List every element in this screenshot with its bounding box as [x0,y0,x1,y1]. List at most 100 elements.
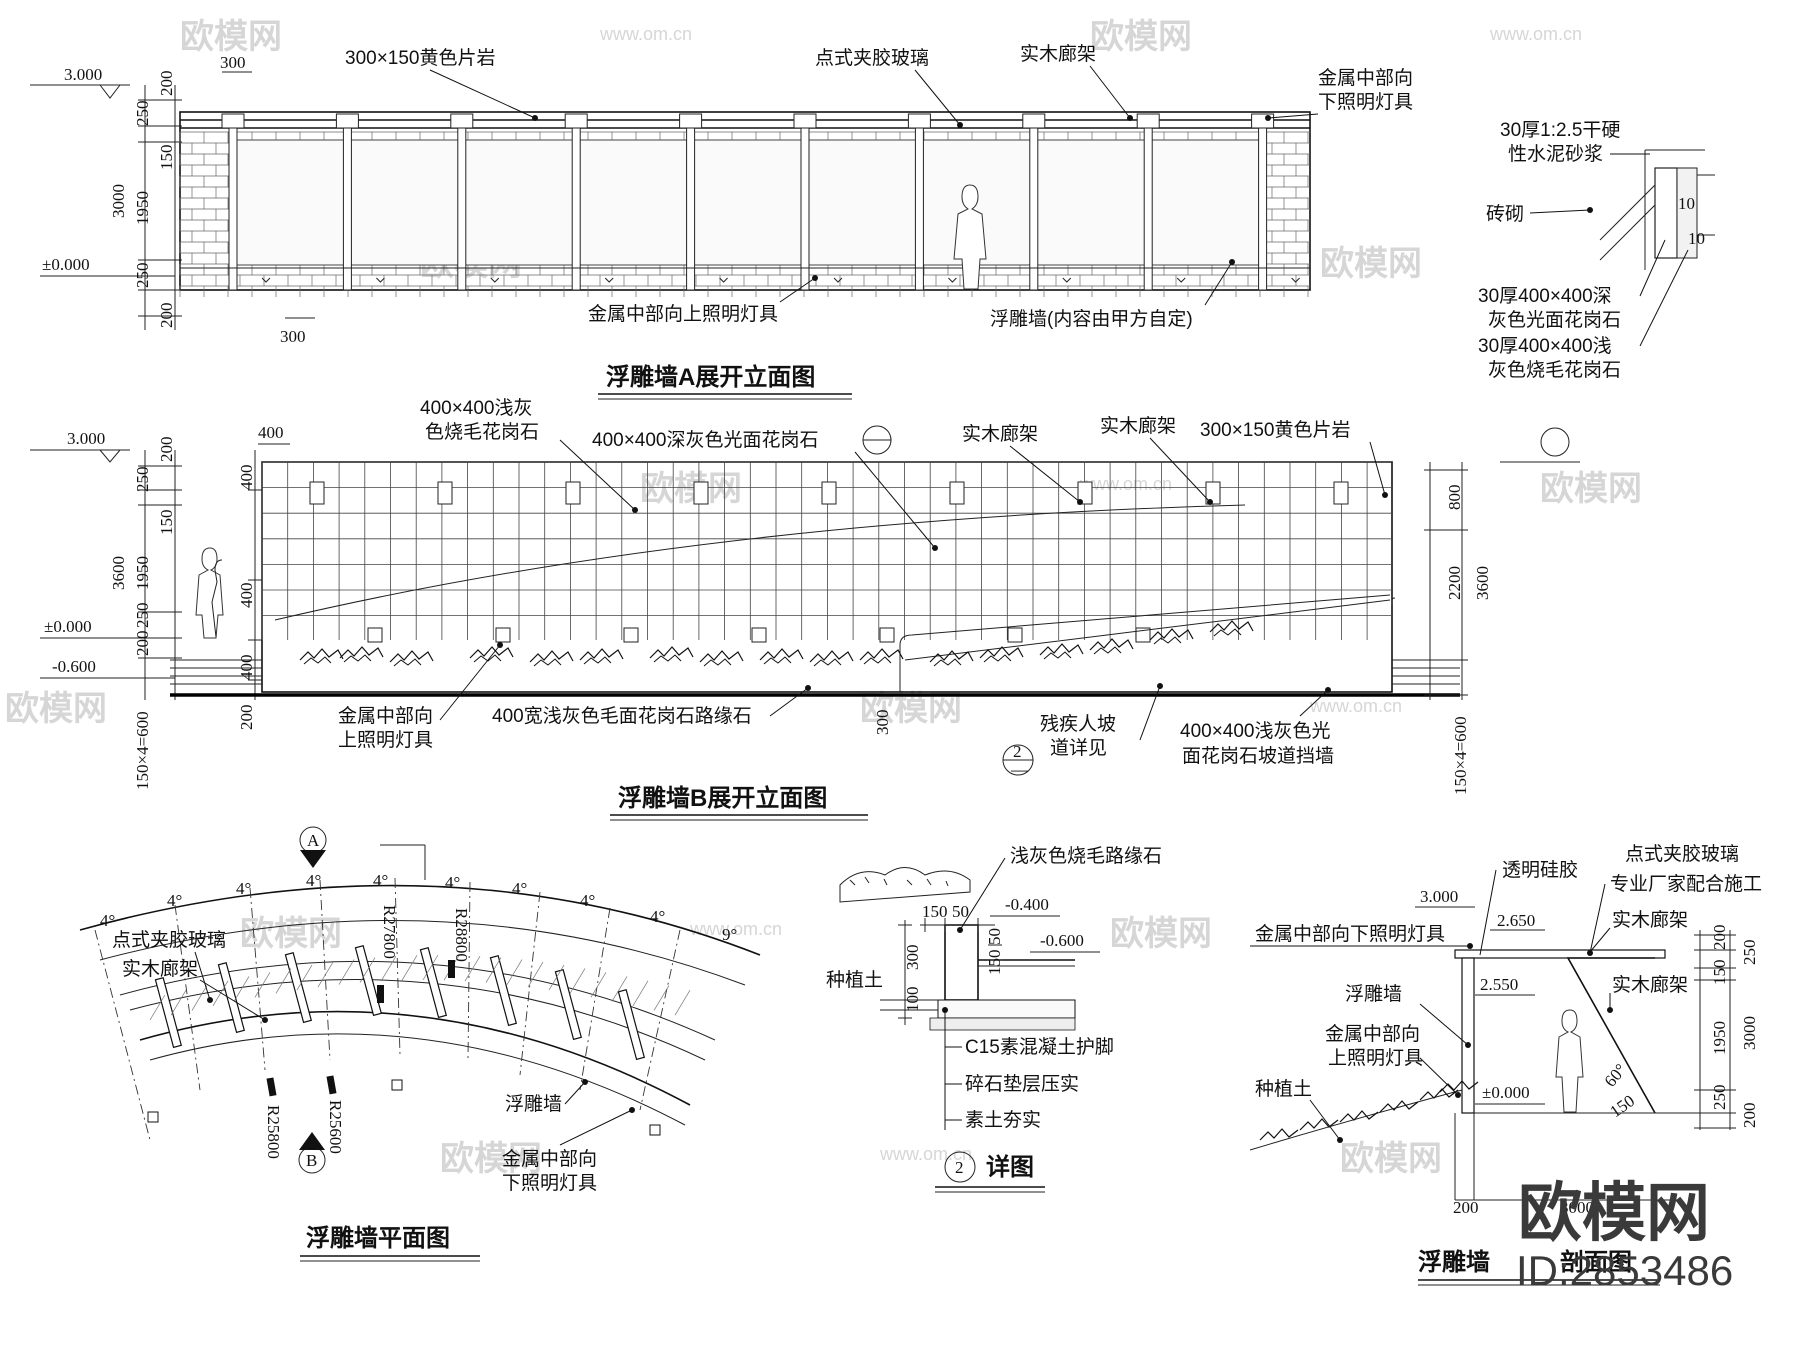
label-relief-wall: 浮雕墙 [1345,983,1402,1005]
radius: R25800 [264,1105,283,1159]
label-stone-top: 300×150黄色片岩 [345,47,496,69]
shrub [1379,1100,1419,1113]
section-wall [1461,957,1475,1114]
lamp-top [565,481,581,505]
lamp-top [309,481,325,505]
plan-ray [579,907,611,1091]
label-glass: 点式夹胶玻璃 [815,47,929,69]
axis-b: B [306,1151,317,1170]
uplight-mark [604,277,614,283]
watermark-url: www.om.cn [1489,24,1582,44]
shrub [1149,628,1194,641]
label-wood-frame-2: 实木廊架 [1612,974,1688,996]
dim-right: 1950 [1710,1021,1729,1055]
dim-right: 200 [1740,1103,1759,1129]
level-zero: ±0.000 [44,617,92,636]
shrub [533,658,562,667]
shrub [929,650,974,663]
elevation-b: 3.000 ±0.000 -0.600 200 250 150 3600 195… [30,397,1580,821]
dim-left: 1950 [133,191,152,225]
label-mortar-2: 性水泥砂浆 [1508,143,1603,165]
glass-hatch [212,980,229,1006]
label-granite-light-2: 灰色烧毛花岗石 [1488,359,1621,381]
label-stone-top: 300×150黄色片岩 [1200,419,1351,441]
level: -0.600 [1040,931,1084,950]
plan-rays [94,877,681,1141]
radius: R25600 [326,1100,345,1154]
glass-panel [231,139,1263,266]
level: 2.650 [1497,911,1535,930]
dim-10: 10 [1678,194,1695,213]
glass-hatch [590,972,607,998]
dim-right: 150 [1710,960,1729,986]
label-mortar-1: 30厚1:2.5干硬 [1500,120,1620,141]
label-soil: 种植土 [826,969,883,991]
shrub [393,658,422,667]
shrub [763,656,792,665]
label-light-up-1: 金属中部向 [1325,1023,1420,1045]
post-cap [907,113,931,129]
label-ramp-wall-2: 面花岗石坡道挡墙 [1182,745,1334,767]
label-curb: 浅灰色烧毛路缘石 [1010,845,1162,867]
dim-10: 10 [1688,229,1705,248]
shrub [1209,620,1254,633]
uplight-mark [376,277,385,283]
dim: 50 [985,928,1004,945]
lamp-top [437,481,453,505]
curve-line [274,504,1246,621]
glass-hatch [527,961,544,988]
shrub [1043,651,1072,660]
post-cap [221,113,245,129]
dim-left: 250 [133,101,152,127]
wood-post [342,117,352,291]
watermark-url: www.om.cn [689,919,782,939]
plan-post [554,968,583,1041]
callout-num: 2 [1013,742,1022,761]
label-light-down-1: 金属中部向 [1318,67,1413,89]
plan-post [354,944,383,1017]
title-detail-2: 详图 [986,1153,1034,1181]
label-granite-light-1: 30厚400×400浅 [1478,335,1612,357]
label-ramp-wall-1: 400×400浅灰色光 [1180,720,1331,742]
title-elevation-b: 浮雕墙B展开立面图 [618,784,827,812]
watermark-brand: 欧模网 [640,470,742,508]
label-wood-frame: 实木廊架 [1020,43,1096,65]
shrub [1093,646,1122,655]
wood-post [1258,117,1268,291]
radius: R27800 [380,905,399,959]
lamp-bottom [1135,627,1151,643]
glass-hatch [380,955,397,982]
label-brick: 砖砌 [1486,203,1524,225]
dim-left: 200 [133,631,152,657]
dim-left: 250 [133,467,152,493]
section-frame [1566,957,1656,1114]
label-light-down-2: 下照明灯具 [502,1172,597,1194]
watermark-brand: 欧模网 [1090,18,1192,56]
label-granite-dark: 400×400深灰色光面花岗石 [592,429,819,451]
glass-hatch [632,980,649,1006]
level: 2.550 [1480,975,1518,994]
callout-dash: — [1010,760,1029,779]
dim-left: 200 [157,437,176,463]
angle: 4° [650,907,665,926]
label-concrete: C15素混凝土护脚 [965,1036,1114,1058]
lamp-bottom [879,627,895,643]
post-cap [679,113,703,129]
plan-lamp [391,1079,403,1091]
shrub [653,654,682,663]
level-top: 3.000 [64,65,102,84]
shrub [933,658,962,667]
watermark-brand: 欧模网 [240,915,342,953]
level-zero: ±0.000 [42,255,90,274]
uplight-mark [833,277,843,283]
wood-post [800,117,810,291]
shrub [699,650,744,663]
dim: 100 [903,987,922,1013]
dim-left: 200 [157,303,176,329]
angle: 9° [722,925,737,944]
shrub [979,646,1024,659]
plan-view: A B 4° 4° 4° 4° 4° 4° 4° 4° 4° 9° R27800… [79,826,761,1262]
label-relief-wall: 浮雕墙(内容由甲方自定) [990,308,1193,330]
glass-hatch [317,961,334,988]
